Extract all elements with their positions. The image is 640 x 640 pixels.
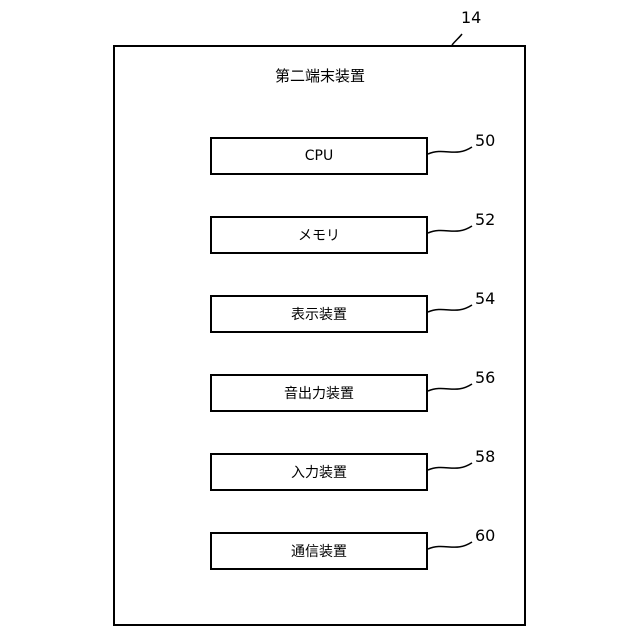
component-sound-output-label: 音出力装置: [284, 383, 354, 403]
component-sound-output-ref: 56: [475, 368, 495, 388]
component-communication-label: 通信装置: [291, 541, 347, 561]
component-sound-output: 音出力装置: [210, 374, 428, 412]
component-communication: 通信装置: [210, 532, 428, 570]
component-memory: メモリ: [210, 216, 428, 254]
component-input-label: 入力装置: [291, 462, 347, 482]
device-ref-number: 14: [461, 8, 481, 28]
component-input: 入力装置: [210, 453, 428, 491]
device-title: 第二端末装置: [0, 66, 640, 86]
component-memory-ref: 52: [475, 210, 495, 230]
component-communication-ref: 60: [475, 526, 495, 546]
component-display: 表示装置: [210, 295, 428, 333]
component-cpu-label: CPU: [305, 148, 333, 164]
component-cpu-ref: 50: [475, 131, 495, 151]
leader-line-device: [452, 34, 462, 45]
component-display-label: 表示装置: [291, 304, 347, 324]
component-display-ref: 54: [475, 289, 495, 309]
component-memory-label: メモリ: [298, 225, 340, 245]
component-input-ref: 58: [475, 447, 495, 467]
component-cpu: CPU: [210, 137, 428, 175]
